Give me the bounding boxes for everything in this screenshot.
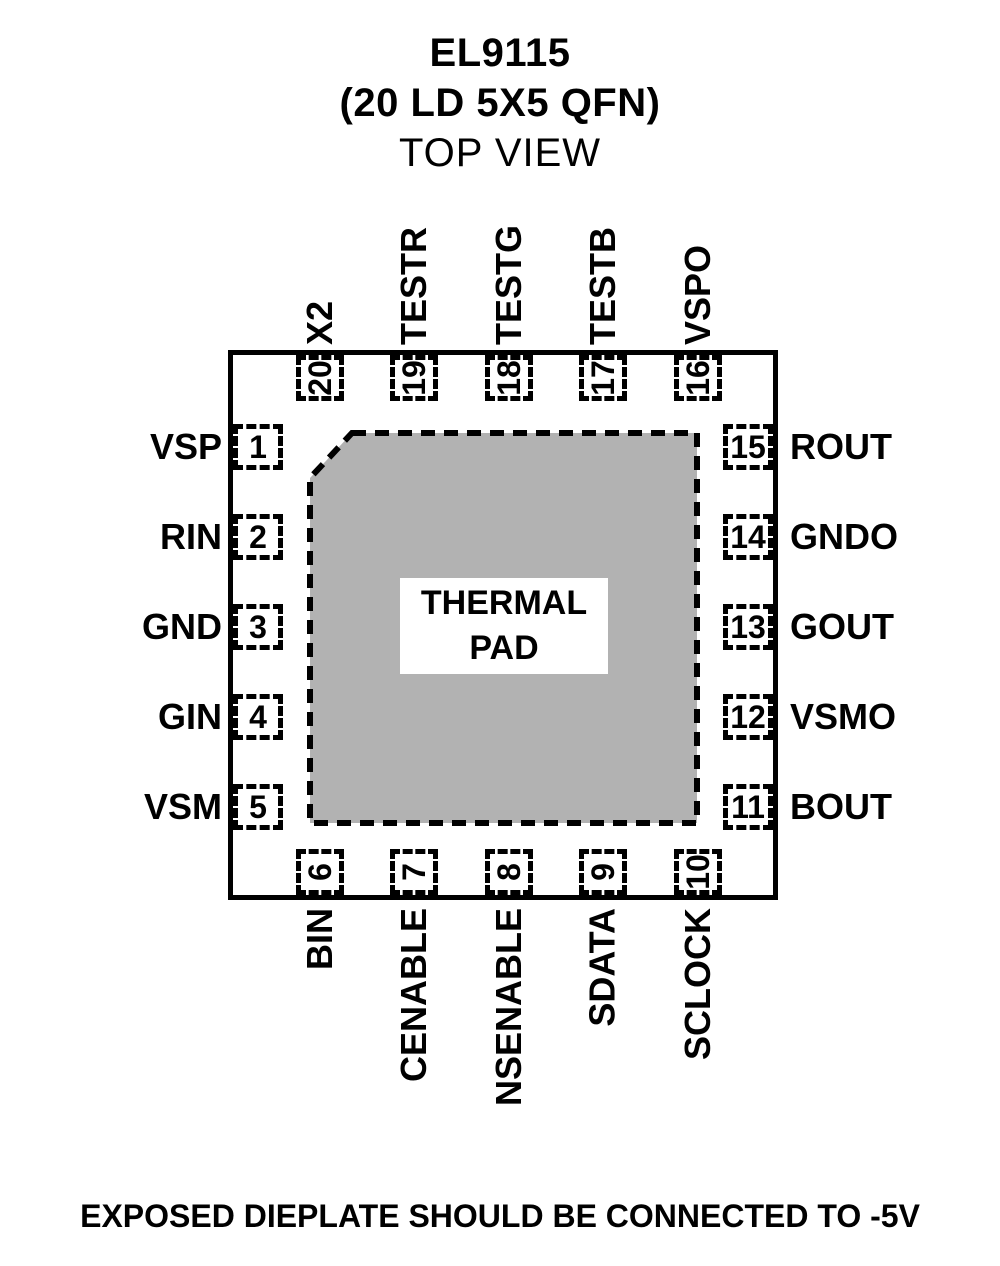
pin-number-8: 8 [490, 863, 527, 881]
view-label: TOP VIEW [398, 131, 602, 175]
pin-label-gin: GIN [157, 696, 222, 737]
pin-label-gout: GOUT [790, 606, 894, 647]
pin-label-bout: BOUT [790, 786, 892, 827]
thermal-pad-label-line1: THERMAL [420, 584, 588, 622]
pin-box-12: 12 [723, 694, 773, 740]
pin-number-7: 7 [395, 863, 432, 881]
pin-label-bin: BIN [299, 908, 340, 970]
pin-box-11: 11 [723, 784, 773, 830]
pin-number-18: 18 [491, 360, 527, 396]
pin-label-cenable: CENABLE [393, 908, 434, 1083]
pin-box-18: 18 [485, 355, 533, 401]
pin-number-1: 1 [249, 428, 267, 465]
pin-box-19: 19 [390, 355, 438, 401]
pin-box-20: 20 [296, 355, 344, 401]
pin-number-6: 6 [301, 863, 338, 881]
pin-box-5: 5 [233, 784, 283, 830]
thermal-pad-label: THERMAL PAD [400, 578, 608, 674]
pin-box-2: 2 [233, 514, 283, 560]
pin-label-gndo: GNDO [790, 516, 898, 557]
pin-label-sclock: SCLOCK [677, 908, 718, 1060]
pin-box-17: 17 [579, 355, 627, 401]
pin-box-6: 6 [296, 849, 344, 895]
pin-number-12: 12 [730, 698, 766, 735]
pin-number-16: 16 [680, 360, 716, 396]
pin-number-9: 9 [584, 863, 621, 881]
pin-box-16: 16 [674, 355, 722, 401]
pin-box-8: 8 [485, 849, 533, 895]
pin-number-19: 19 [396, 360, 432, 396]
pin-box-13: 13 [723, 604, 773, 650]
footer-note: EXPOSED DIEPLATE SHOULD BE CONNECTED TO … [80, 1198, 920, 1234]
pin-number-17: 17 [585, 360, 621, 396]
title-block: EL9115 (20 LD 5X5 QFN) TOP VIEW [0, 28, 1000, 178]
pin-number-5: 5 [249, 788, 267, 825]
pin-label-testg: TESTG [488, 224, 529, 345]
pin-label-rin: RIN [160, 516, 222, 557]
pin-label-vsmo: VSMO [790, 696, 897, 737]
pin-box-15: 15 [723, 424, 773, 470]
pin-number-13: 13 [730, 608, 766, 645]
package-description: (20 LD 5X5 QFN) [339, 81, 661, 125]
pin-number-4: 4 [249, 698, 267, 735]
pin-number-15: 15 [730, 428, 766, 465]
pin-label-x2: X2 [299, 300, 340, 345]
pin-number-20: 20 [302, 360, 338, 396]
pin-box-14: 14 [723, 514, 773, 560]
pin-box-1: 1 [233, 424, 283, 470]
part-number: EL9115 [429, 31, 571, 75]
pin-box-7: 7 [390, 849, 438, 895]
pin-label-vspo: VSPO [677, 244, 718, 345]
pin-number-11: 11 [731, 788, 765, 825]
pin-number-10: 10 [680, 854, 716, 890]
pin-number-3: 3 [249, 608, 267, 645]
pin-box-10: 10 [674, 849, 722, 895]
pin-box-3: 3 [233, 604, 283, 650]
pin-number-14: 14 [730, 518, 766, 555]
pin-box-9: 9 [579, 849, 627, 895]
pin-box-4: 4 [233, 694, 283, 740]
pin-number-2: 2 [249, 518, 267, 555]
pin-label-nsenable: NSENABLE [488, 908, 529, 1107]
thermal-pad-label-line2: PAD [469, 629, 539, 667]
pin-label-testb: TESTB [582, 226, 623, 345]
pin-label-vsp: VSP [149, 426, 222, 467]
pin-label-vsm: VSM [143, 786, 222, 827]
pin-label-testr: TESTR [393, 226, 434, 345]
pin-label-sdata: SDATA [582, 908, 623, 1027]
pin-label-gnd: GND [142, 606, 222, 647]
pin-label-rout: ROUT [790, 426, 892, 467]
